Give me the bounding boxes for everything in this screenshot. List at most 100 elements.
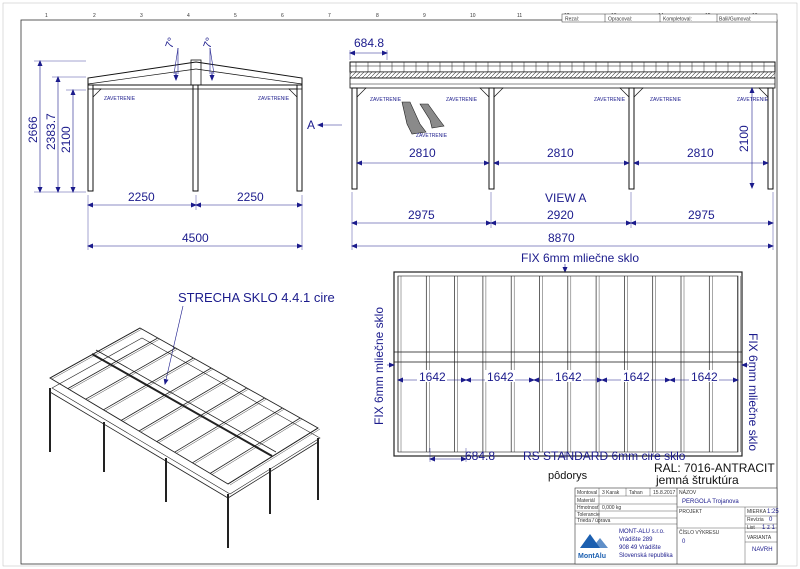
plan-offset-dim: 684.8 <box>465 449 495 463</box>
drawing-line <box>176 398 267 454</box>
drawing-line <box>174 397 265 453</box>
panel-width-dim: 1642 <box>419 370 446 384</box>
header-cell: Rezal: <box>565 17 579 23</box>
tb-cell: 15.8.2017 <box>653 490 675 496</box>
header-cell: Balil/Gumoval: <box>719 17 751 23</box>
tb-cell: Tahan <box>629 490 643 496</box>
brace-label: ZAVETRENIE <box>594 97 626 103</box>
height-dim: 2383.7 <box>44 113 58 150</box>
header-cell: Kompletoval: <box>663 17 692 23</box>
side-post <box>351 87 358 190</box>
post-span-dim: 2975 <box>408 208 435 222</box>
front-brace <box>92 88 102 98</box>
tb-cell: Tolerancie <box>577 512 600 518</box>
side-post <box>488 87 495 190</box>
front-roof-inner <box>87 68 197 85</box>
title-block: Montoval 3 Karak Tahan 15.8.2017 Materiá… <box>574 487 779 565</box>
col-number: 4 <box>187 13 190 19</box>
brace-label: ZAVETRENIE <box>104 96 136 102</box>
cislo-label: ČÍSLO VÝKRESU <box>679 529 720 536</box>
roof-label: STRECHA SKLO 4.4.1 cire <box>178 290 335 305</box>
iso-view: STRECHA SKLO 4.4.1 cire <box>49 290 335 548</box>
front-post <box>87 84 94 192</box>
inner-span-dim: 2810 <box>409 146 436 160</box>
mierka-label: MIERKA <box>747 509 767 515</box>
inner-span-dim: 2810 <box>687 146 714 160</box>
revizia-value: 0 <box>769 517 773 523</box>
iso-rafters <box>49 327 321 486</box>
side-total-dim: 8870 <box>548 231 575 245</box>
drawing-line <box>49 327 141 379</box>
company-name: MONT-ALU s.r.o. <box>619 529 665 535</box>
height-dim: 2100 <box>59 126 73 153</box>
company-address-line: Vrádište 289 <box>619 537 653 543</box>
drawing-line <box>103 357 194 411</box>
side-roof-band <box>349 61 776 73</box>
front-post <box>192 84 199 192</box>
brace-label: ZAVETRENIE <box>737 97 769 103</box>
header-cell: Opracoval: <box>608 17 632 23</box>
col-number: 3 <box>140 13 143 19</box>
col-number: 10 <box>470 13 476 19</box>
logo-text: MontAlu <box>578 553 606 560</box>
plan-rafters <box>397 276 741 452</box>
inner-span-dim: 2810 <box>547 146 574 160</box>
angle-right-label: 7° <box>202 36 217 50</box>
drawing-line <box>192 407 283 464</box>
col-number: 11 <box>517 13 522 19</box>
col-number: 1 <box>45 13 48 19</box>
ral-code: RAL: 7016-ANTRACIT <box>654 461 775 475</box>
drawing-line <box>158 388 249 443</box>
company-logo: MontAlu <box>578 534 608 560</box>
side-roof-slats <box>355 62 765 72</box>
drawing-line <box>120 367 212 421</box>
drawing-line <box>194 408 285 464</box>
panel-width-dim: 1642 <box>623 370 650 384</box>
plan-right-label: FIX 6mm mliečne sklo <box>746 333 760 451</box>
cislo-value: 0 <box>682 539 686 545</box>
drawing-line <box>51 328 143 380</box>
side-post <box>628 87 635 190</box>
header-table: Rezal: Opracoval: Kompletoval: Balil/Gum… <box>561 13 778 23</box>
panel-width-dim: 1642 <box>691 370 718 384</box>
drawing-line <box>69 338 160 390</box>
brace-label: ZAVETRENIE <box>650 97 682 103</box>
plan-top-label: FIX 6mm mliečne sklo <box>521 251 639 265</box>
varianta-label: VARIANTA <box>747 535 772 541</box>
brace-detail <box>401 101 427 135</box>
drawing-line <box>123 368 214 422</box>
front-ridge <box>190 59 202 86</box>
col-number: 2 <box>93 13 96 19</box>
drawing-line <box>105 358 196 411</box>
iso-ridge <box>91 353 273 457</box>
drawing-line <box>87 348 178 401</box>
nazov-label: NÁZOV <box>679 489 697 496</box>
varianta-value: NAVRH <box>752 547 773 553</box>
front-view: ZAVETRENIE ZAVETRENIE 7° 7° 2666 2383.7 … <box>26 36 342 250</box>
revizia-label: Revízia <box>747 517 764 523</box>
col-number: 9 <box>423 13 426 19</box>
post-span-dim: 2920 <box>547 208 574 222</box>
plan-view: FIX 6mm mliečne sklo FIX 6mm mliečne skl… <box>372 251 760 482</box>
col-number: 7 <box>328 13 331 19</box>
view-title: VIEW A <box>545 191 586 205</box>
list-value: 1 z 1 <box>762 525 776 531</box>
plan-left-label: FIX 6mm mliečne sklo <box>372 307 386 425</box>
sheet-border <box>20 19 778 565</box>
front-post <box>296 84 303 192</box>
tb-cell: Materiál <box>577 498 595 504</box>
panel-width-dim: 1642 <box>555 370 582 384</box>
tb-cell: 0,000 kg <box>602 505 621 511</box>
mierka-value: 1:25 <box>767 509 779 515</box>
side-post <box>767 87 774 190</box>
top-offset-dim: 684.8 <box>354 36 384 50</box>
panel-width-dim: 1642 <box>487 370 514 384</box>
drawing-line <box>212 418 303 475</box>
angle-left-label: 7° <box>164 36 179 50</box>
drawing-line <box>85 347 176 400</box>
front-roof-outline <box>87 61 303 85</box>
drawing-line <box>140 378 232 433</box>
nazov-value: PERGOLA Trojanova <box>682 499 739 505</box>
tb-cell: Hmotnosť <box>577 505 599 511</box>
